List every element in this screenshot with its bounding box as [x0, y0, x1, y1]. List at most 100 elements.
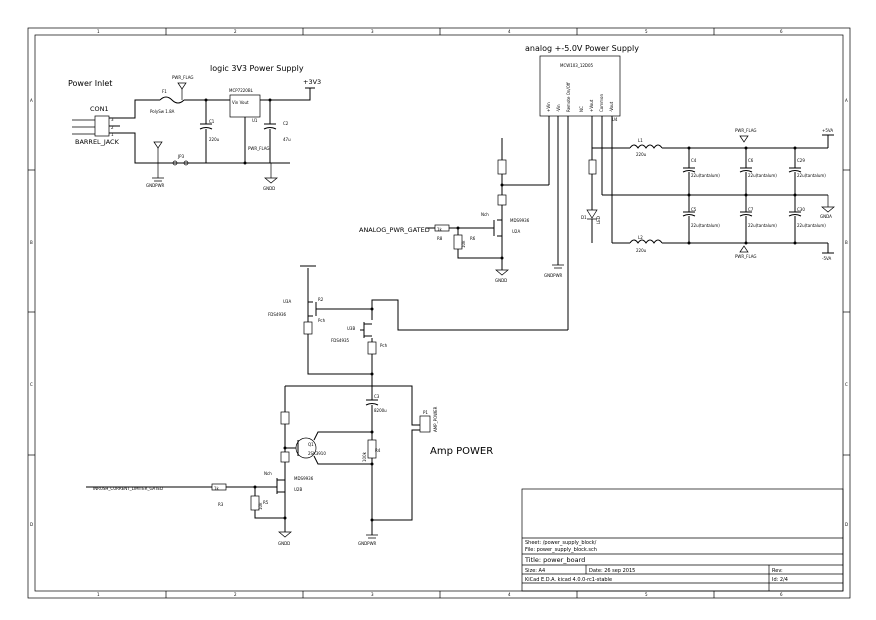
- tb-size: Size: A4: [525, 568, 545, 574]
- section-amp-power: Amp POWER: [430, 446, 493, 457]
- c30-label: C30: [797, 207, 805, 212]
- u2a-label: U2A: [512, 229, 520, 234]
- c4-label: C4: [691, 158, 697, 163]
- tb-id: Id: 2/4: [772, 577, 788, 583]
- gndd-2-label: GNDD: [495, 278, 507, 283]
- col-marker-5: 5: [645, 29, 648, 34]
- p5v-label: +5VA: [822, 128, 833, 133]
- c7-value: 22u(tantalum): [748, 223, 777, 228]
- r4-label: R4: [375, 448, 381, 453]
- c6-value: 22u(tantalum): [748, 173, 777, 178]
- col-marker-6: 6: [780, 29, 783, 34]
- c29-label: C29: [797, 158, 805, 163]
- title-block: [521, 488, 844, 592]
- l2-value: 220u: [636, 248, 647, 253]
- r3-label: R3: [218, 502, 224, 507]
- mds-1-label: MDS9936: [510, 218, 530, 223]
- section-power-inlet: Power Inlet: [68, 79, 112, 88]
- analog-supply-block: MCW103_12D05 U4 +Vin -Vin Remote On/Off …: [539, 55, 835, 330]
- col-marker-4b: 4: [508, 592, 511, 597]
- r3-value: 1k: [214, 486, 220, 491]
- tb-rev: Rev:: [772, 568, 783, 574]
- con1-label: CON1: [90, 105, 109, 113]
- svg-text:3: 3: [111, 117, 114, 122]
- c6-label: C6: [748, 158, 754, 163]
- r8-label: R8: [437, 236, 443, 241]
- c4-value: 22u(tantalum): [691, 173, 720, 178]
- gnda-label: GNDA: [820, 214, 832, 219]
- c1-value: 220u: [209, 137, 220, 142]
- mcw-pin-3: Remote On/Off: [566, 82, 571, 112]
- c29-value: 22u(tantalum): [797, 173, 826, 178]
- r5-value: 10k: [258, 502, 263, 510]
- mcw-pin-2: -Vin: [556, 104, 561, 112]
- r8-value: 1k: [437, 227, 443, 232]
- regulator-label: MCP7220BL: [229, 88, 254, 93]
- amp-power-block: C3 8200u P1 AMP_POWER 100k R4 Q1 2SK3910…: [86, 374, 438, 546]
- c3-value: 8200u: [374, 408, 387, 413]
- row-marker-a: A: [30, 98, 33, 103]
- row-marker-d-right: D: [845, 522, 848, 527]
- u3a-label: U3A: [283, 299, 291, 304]
- mcw-label: MCW103_12D05: [560, 63, 594, 68]
- gndpwr-2-label: GNDPWR: [544, 273, 563, 278]
- col-marker-2: 2: [234, 29, 237, 34]
- nch-1-label: Nch: [481, 212, 489, 217]
- gndpwr-1-label: GNDPWR: [146, 183, 165, 188]
- regulator-pins: Vin Vout: [232, 100, 249, 105]
- col-marker-1b: 1: [97, 592, 100, 597]
- jp3-label: JP3: [177, 154, 185, 159]
- c7-label: C7: [748, 207, 754, 212]
- l1-value: 220u: [636, 152, 647, 157]
- c5-value: 22u(tantalum): [691, 223, 720, 228]
- col-marker-5b: 5: [645, 592, 648, 597]
- gndpwr-3-label: GNDPWR: [358, 541, 377, 546]
- svg-text:1: 1: [111, 132, 114, 137]
- u4-label: U4: [612, 117, 618, 122]
- amp-power-conn-label: AMP_POWER: [433, 406, 438, 432]
- section-analog: analog +-5.0V Power Supply: [525, 44, 639, 53]
- col-marker-6b: 6: [780, 592, 783, 597]
- f1-label: F1: [162, 89, 167, 94]
- l1-label: L1: [638, 138, 643, 143]
- pwr-flag-1-label: PWR_FLAG: [172, 75, 194, 80]
- inrush-label: INRUSH_CURRENT_LIMITER_GATED: [93, 486, 163, 491]
- svg-text:2: 2: [111, 125, 114, 130]
- pch-1-label: Pch: [318, 318, 326, 323]
- d1-value: LED: [596, 216, 601, 224]
- tb-date: Date: 26 sep 2015: [589, 568, 635, 574]
- tb-sheet: Sheet: /power_supply_block/: [525, 540, 597, 546]
- row-marker-b-right: B: [845, 240, 848, 245]
- mcw-pin-6: Common: [599, 94, 604, 112]
- row-marker-c-right: C: [845, 382, 848, 387]
- col-marker-1: 1: [97, 29, 100, 34]
- c1-label: C1: [209, 119, 215, 124]
- pwr-flag-2-label: PWR_FLAG: [248, 146, 270, 151]
- row-marker-a-right: A: [845, 98, 848, 103]
- mcw-pin-1: +Vin: [546, 102, 551, 112]
- col-marker-2b: 2: [234, 592, 237, 597]
- row-marker-d: D: [30, 522, 33, 527]
- p1-label: P1: [423, 410, 428, 415]
- c30-value: 22u(tantalum): [797, 223, 826, 228]
- q1-label: Q1: [308, 442, 314, 447]
- nch-2-label: Nch: [264, 471, 272, 476]
- r2-label: R2: [318, 297, 324, 302]
- m5v-label: -5VA: [822, 256, 831, 261]
- col-marker-3: 3: [371, 29, 374, 34]
- c2-label: C2: [283, 121, 289, 126]
- u3b-label: U3B: [347, 326, 355, 331]
- c5-label: C5: [691, 207, 697, 212]
- pch-2-label: Pch: [380, 343, 388, 348]
- gnd-1-label: GNDD: [263, 186, 275, 191]
- r4-value: 100k: [362, 451, 367, 462]
- u1-label: U1: [252, 118, 258, 123]
- pwr-flag-3-label: PWR_FLAG: [735, 128, 757, 133]
- v3v3-label: +3V3: [303, 78, 321, 86]
- c2-value: 47u: [283, 137, 291, 142]
- frame-markers: 1 2 3 4 5 6 1 2 3 4 5 6 A B C D A B C D: [30, 29, 848, 597]
- mcw-pin-7: -Vout: [609, 101, 614, 112]
- analog-capacitors: [682, 148, 802, 243]
- l2-label: L2: [638, 235, 643, 240]
